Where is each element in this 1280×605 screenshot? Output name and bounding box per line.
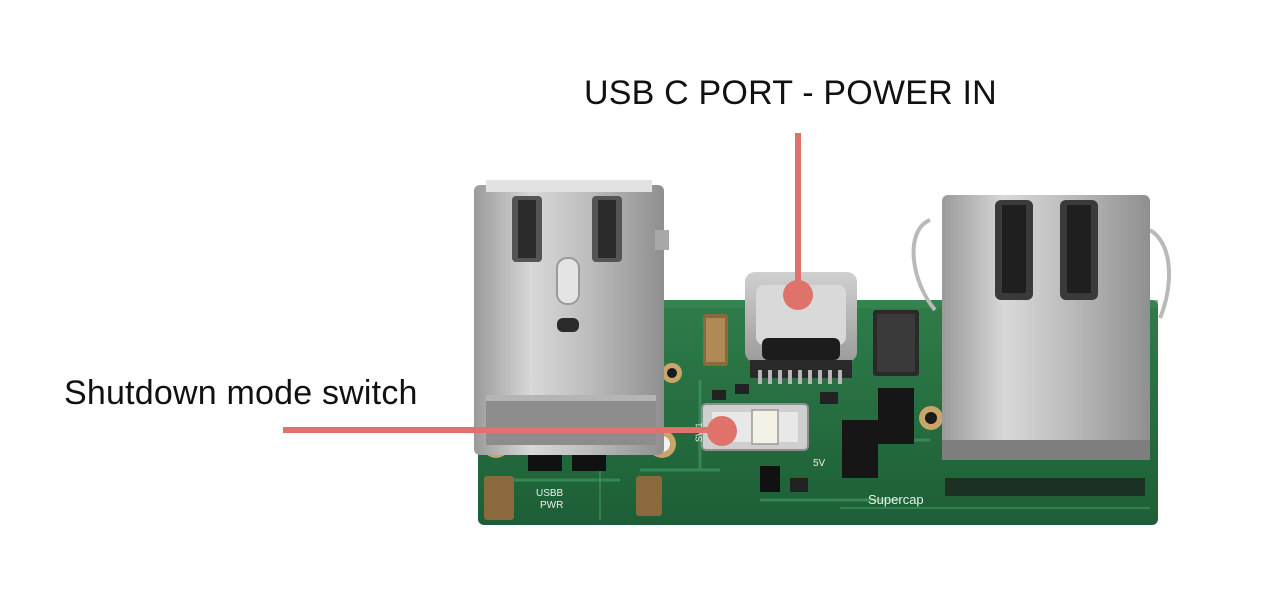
switch-marker-dot — [707, 416, 737, 446]
silkscreen-pwr: PWR — [540, 500, 563, 511]
usb-a-receptacle — [474, 180, 669, 455]
usb-c-receptacle — [745, 272, 857, 384]
switch-callout-label: Shutdown mode switch — [64, 374, 418, 412]
usb-port-callout-label: USB C PORT - POWER IN — [584, 74, 997, 112]
usb-port-leader-line — [795, 133, 801, 295]
ethernet-jack — [911, 195, 1171, 460]
silkscreen-5v: 5V — [813, 458, 826, 469]
switch-leader-line — [283, 427, 721, 433]
smd-components — [484, 310, 1145, 520]
silkscreen-usbb: USBB — [536, 488, 564, 499]
silkscreen-supercap: Supercap — [868, 492, 924, 507]
usb-port-marker-dot — [783, 280, 813, 310]
